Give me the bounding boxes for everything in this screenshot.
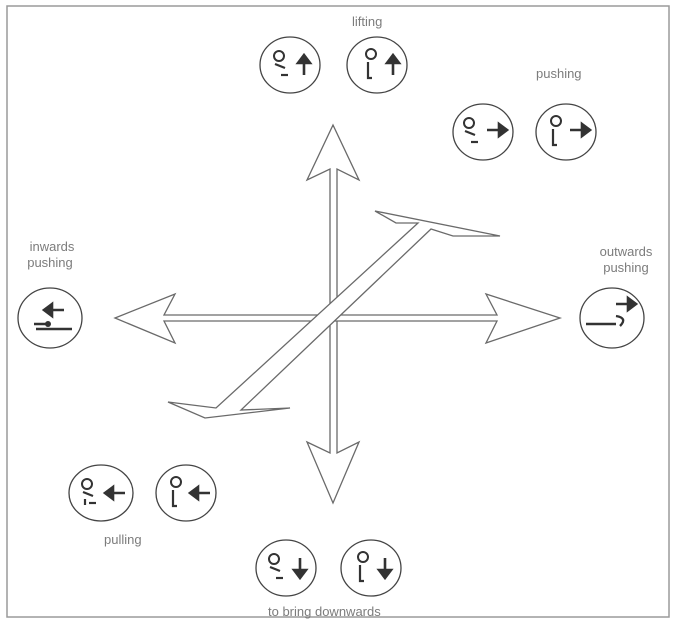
inwards-pushing-icon: [17, 287, 83, 349]
diagonal-arrow: [167, 210, 501, 419]
label-inwards-line1: inwards: [29, 239, 75, 254]
downwards-icon-bent: [255, 539, 317, 597]
lifting-icon-standing: [346, 36, 408, 94]
label-pulling: pulling: [104, 532, 142, 547]
pushing-icon-standing: [535, 103, 597, 161]
outwards-pushing-icon: [579, 287, 645, 349]
label-inwards-line2: pushing: [27, 255, 73, 270]
lifting-icon-bent: [259, 36, 321, 94]
label-lifting: lifting: [352, 14, 383, 29]
label-pushing: pushing: [536, 66, 582, 81]
downwards-icon-standing: [340, 539, 402, 597]
pulling-icon-standing: [155, 464, 217, 522]
label-outwards-line2: pushing: [603, 260, 649, 275]
pulling-icon-bent: [68, 464, 134, 522]
label-outwards-line1: outwards: [599, 244, 653, 259]
frame-border: [6, 5, 670, 618]
label-bring-downwards: to bring downwards: [268, 604, 381, 619]
pushing-icon-bent: [452, 103, 514, 161]
